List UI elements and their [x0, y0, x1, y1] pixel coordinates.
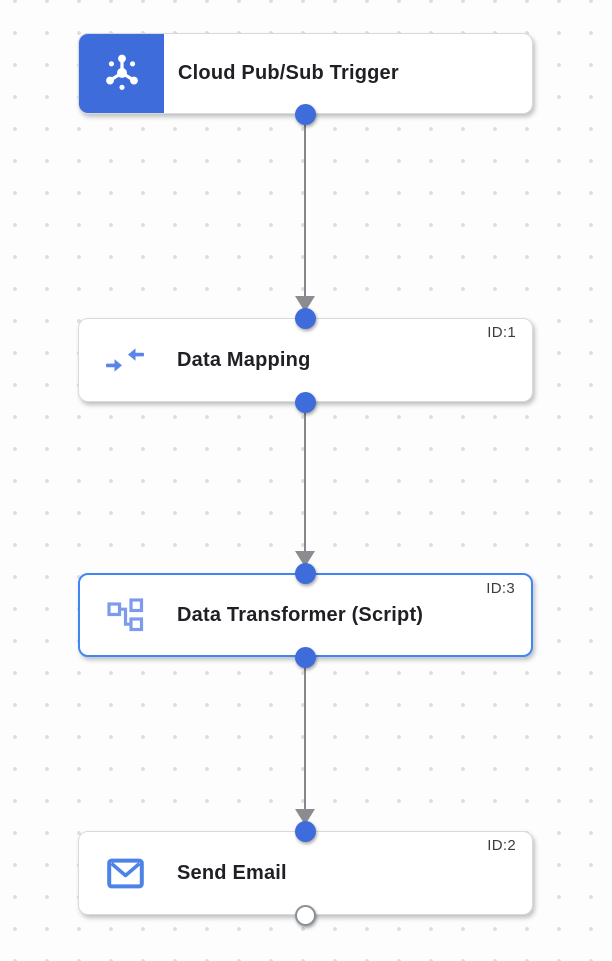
pubsub-trigger-icon	[99, 48, 145, 99]
edge-arrowhead-icon	[295, 551, 315, 567]
node-id-badge: ID:1	[487, 324, 516, 341]
edge-transformer-to-email[interactable]	[303, 657, 307, 812]
node-label: Send Email	[177, 861, 287, 884]
send-email-icon	[105, 853, 145, 893]
trigger-icon-block	[79, 34, 164, 113]
node-data-mapping[interactable]: ID:1 Data Mapping	[78, 318, 533, 402]
data-mapping-icon	[105, 340, 145, 380]
port-mapping-output[interactable]	[294, 391, 316, 413]
node-label: Data Mapping	[177, 348, 311, 371]
port-trigger-output[interactable]	[294, 103, 316, 125]
node-label: Cloud Pub/Sub Trigger	[178, 62, 399, 84]
node-data-transformer-script[interactable]: ID:3 Data Transformer (Script)	[78, 573, 533, 657]
port-transformer-output[interactable]	[294, 646, 316, 668]
edge-arrowhead-icon	[295, 809, 315, 825]
port-email-input[interactable]	[294, 820, 316, 842]
port-transformer-input[interactable]	[294, 562, 316, 584]
data-transformer-icon	[105, 595, 145, 635]
node-id-badge: ID:2	[487, 837, 516, 854]
edge-arrowhead-icon	[295, 296, 315, 312]
node-label: Data Transformer (Script)	[177, 603, 424, 626]
edge-trigger-to-mapping[interactable]	[303, 114, 307, 299]
node-send-email[interactable]: ID:2 Send Email	[78, 831, 533, 915]
port-email-output-open[interactable]	[294, 904, 316, 926]
port-mapping-input[interactable]	[294, 307, 316, 329]
node-cloud-pubsub-trigger[interactable]: Cloud Pub/Sub Trigger	[78, 33, 533, 114]
node-id-badge: ID:3	[486, 580, 515, 597]
edge-mapping-to-transformer[interactable]	[303, 402, 307, 554]
